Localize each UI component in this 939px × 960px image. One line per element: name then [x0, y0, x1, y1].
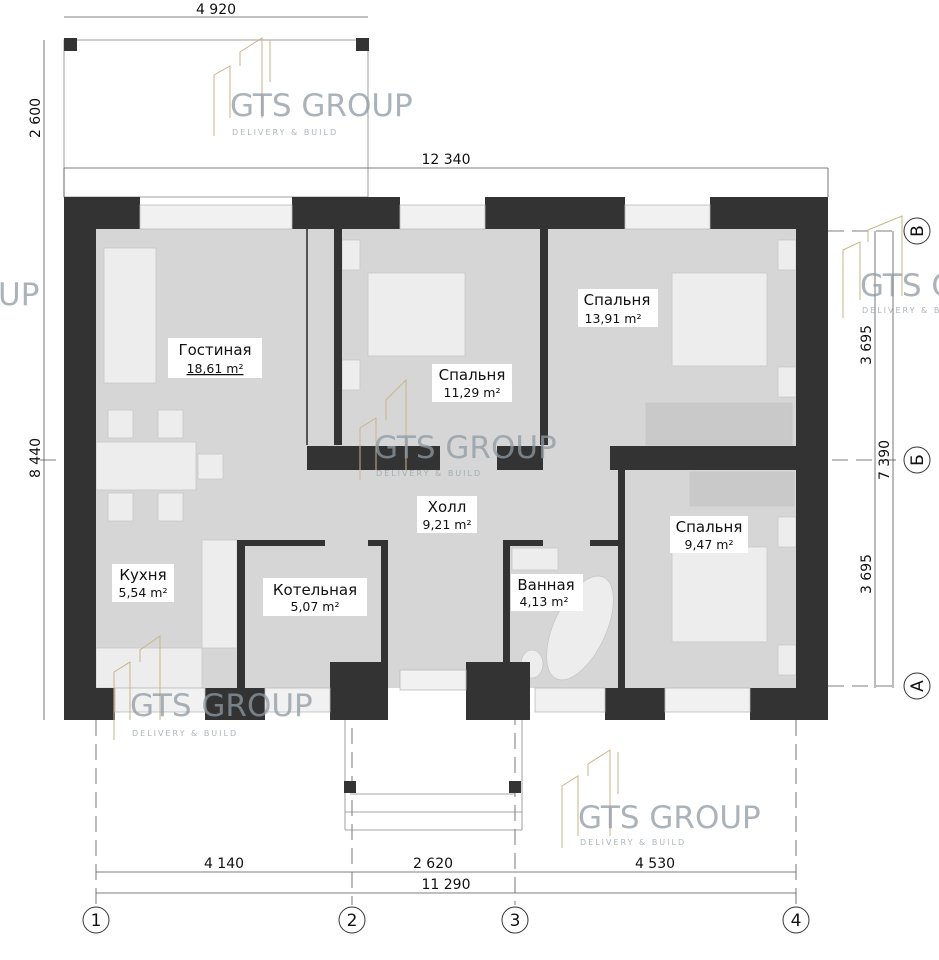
- axis-label-row: А: [908, 680, 928, 692]
- watermark-logo: GTS GROUP DELIVERY & BUILD: [842, 215, 939, 318]
- axis-label-column: 1: [91, 911, 102, 931]
- watermark-title: GTS GROUP: [860, 268, 939, 304]
- dim-bottom-total: 11 290: [422, 877, 471, 893]
- dim-overall-depth: 8 440: [28, 438, 44, 478]
- room-area: 5,54 m²: [119, 585, 168, 600]
- room-bedroom-1: Спальня 11,29 m²: [432, 364, 512, 402]
- watermark-subtitle: DELIVERY & BUILD: [580, 838, 686, 847]
- dining-table: [95, 441, 197, 491]
- watermark-subtitle: DELIVERY & BUILD: [232, 128, 338, 137]
- axis-label-row: В: [908, 225, 928, 237]
- interior-walls: [237, 229, 796, 688]
- wardrobe: [689, 471, 795, 507]
- room-area: 5,07 m²: [291, 599, 340, 614]
- watermark-partial: UP: [0, 277, 39, 313]
- sink: [511, 547, 559, 571]
- bed: [671, 546, 768, 643]
- watermark-title: GTS GROUP: [374, 430, 557, 466]
- bed: [367, 272, 466, 357]
- entrance-porch: [344, 720, 523, 831]
- dim-right-upper: 3 695: [859, 325, 875, 365]
- room-name: Спальня: [439, 366, 506, 384]
- watermark-subtitle: DELIVERY & BUILD: [862, 306, 939, 315]
- room-area: 11,29 m²: [444, 385, 501, 400]
- axis-label-column: 3: [510, 911, 521, 931]
- window: [624, 204, 711, 230]
- wardrobe: [645, 402, 793, 446]
- room-area: 9,21 m²: [423, 517, 472, 532]
- entrance-door: [399, 669, 467, 691]
- bed: [671, 272, 768, 367]
- room-kitchen: Кухня 5,54 m²: [112, 564, 174, 602]
- dim-terrace-width: 4 920: [196, 2, 236, 18]
- windows: [114, 204, 751, 713]
- window: [139, 204, 293, 230]
- room-name: Ванная: [517, 576, 574, 594]
- room-living: Гостиная 18,61 m²: [168, 338, 262, 378]
- dimension-labels: 4 920 2 600 12 340 8 440 3 695 7 390 3 6…: [28, 2, 893, 893]
- room-bedroom-2: Спальня 13,91 m²: [578, 289, 658, 327]
- watermark-logo: GTS GROUP DELIVERY & BUILD: [213, 37, 413, 137]
- terrace: [63, 38, 369, 198]
- dimension-lines: [43, 16, 894, 894]
- room-area: 4,13 m²: [520, 594, 569, 609]
- window: [399, 204, 486, 230]
- watermarks: GTS GROUP DELIVERY & BUILD GTS GROUP DEL…: [0, 37, 939, 848]
- watermark-subtitle: DELIVERY & BUILD: [376, 469, 482, 478]
- axis-labels: В Б А 1 2 3 4: [91, 225, 928, 931]
- axis-label-row: Б: [908, 454, 928, 466]
- axis-label-column: 2: [347, 911, 358, 931]
- dim-overall-width: 12 340: [422, 152, 471, 168]
- room-bathroom: Ванная 4,13 m²: [511, 574, 583, 611]
- dim-terrace-depth: 2 600: [28, 98, 44, 138]
- room-boiler: Котельная 5,07 m²: [263, 578, 367, 616]
- room-name: Гостиная: [178, 341, 251, 359]
- dim-right-total: 7 390: [877, 440, 893, 480]
- watermark-title: GTS GROUP: [230, 88, 413, 124]
- room-area: 13,91 m²: [585, 311, 642, 326]
- window: [264, 687, 331, 713]
- outer-walls: [64, 197, 828, 720]
- terrace-post: [356, 38, 369, 51]
- kitchen-counter: [201, 539, 238, 649]
- room-bedroom-3: Спальня 9,47 m²: [670, 516, 748, 553]
- terrace-post: [64, 38, 77, 51]
- room-name: Котельная: [273, 581, 357, 599]
- room-labels: Гостиная 18,61 m² Спальня 11,29 m² Спаль…: [112, 289, 748, 616]
- watermark-title: GTS GROUP: [578, 800, 761, 836]
- window: [534, 687, 606, 713]
- room-name: Спальня: [676, 518, 743, 536]
- watermark-logo: GTS GROUP DELIVERY & BUILD: [561, 749, 761, 848]
- bathtub: [546, 575, 614, 681]
- dim-bottom-2-3: 2 620: [413, 856, 453, 872]
- watermark-logo: GTS GROUP DELIVERY & BUILD: [359, 378, 557, 480]
- room-hall: Холл 9,21 m²: [417, 496, 477, 533]
- window: [664, 687, 751, 713]
- axis-markers: [82, 217, 931, 934]
- room-name: Кухня: [119, 566, 166, 584]
- watermark-logo: GTS GROUP DELIVERY & BUILD: [113, 635, 313, 740]
- sofa: [103, 247, 157, 384]
- dim-bottom-1-2: 4 140: [204, 856, 244, 872]
- room-area: 9,47 m²: [685, 537, 734, 552]
- room-name: Спальня: [584, 291, 651, 309]
- room-area: 18,61 m²: [187, 361, 244, 376]
- room-name: Холл: [428, 498, 467, 516]
- dim-bottom-3-4: 4 530: [635, 856, 675, 872]
- watermark-subtitle: DELIVERY & BUILD: [132, 729, 238, 738]
- watermark-title: GTS GROUP: [130, 688, 313, 724]
- axis-label-column: 4: [791, 911, 802, 931]
- dim-right-lower: 3 695: [859, 554, 875, 594]
